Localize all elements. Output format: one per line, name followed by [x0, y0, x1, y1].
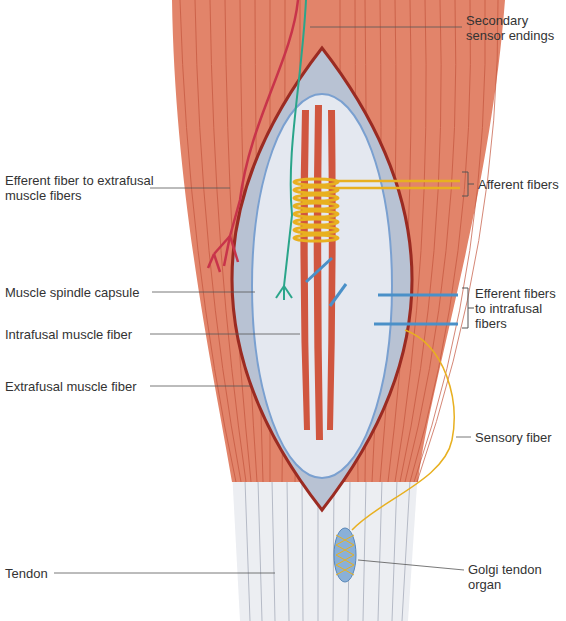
brackets [462, 172, 474, 328]
part-label: Efferent fiber to extrafusal muscle fibe… [5, 173, 163, 203]
part-label: Sensory fiber [475, 430, 552, 445]
golgi-netting [336, 535, 354, 575]
afferent-fiber-lines [336, 181, 460, 188]
leader-lines [54, 27, 471, 573]
part-label: Golgi tendon organ [468, 562, 553, 592]
part-label: Intrafusal muscle fiber [5, 327, 132, 342]
part-label: Muscle spindle capsule [5, 285, 139, 300]
spindle-outer [232, 48, 412, 510]
part-label: Afferent fibers [478, 177, 559, 192]
spindle-capsule [252, 94, 392, 478]
extrafusal-efferent [208, 0, 298, 272]
sensory-fiber-line [352, 330, 454, 530]
part-label: Tendon [5, 566, 48, 581]
afferent-coils [294, 179, 338, 241]
intrafusal-efferent [306, 258, 458, 324]
intrafusal-fibers [300, 105, 335, 440]
secondary-ending [276, 0, 306, 300]
part-label: Efferent fibers to intrafusal fibers [475, 286, 563, 331]
golgi-organ [334, 528, 356, 582]
part-label: Extrafusal muscle fiber [5, 379, 137, 394]
part-label: Secondary sensor endings [466, 13, 562, 43]
